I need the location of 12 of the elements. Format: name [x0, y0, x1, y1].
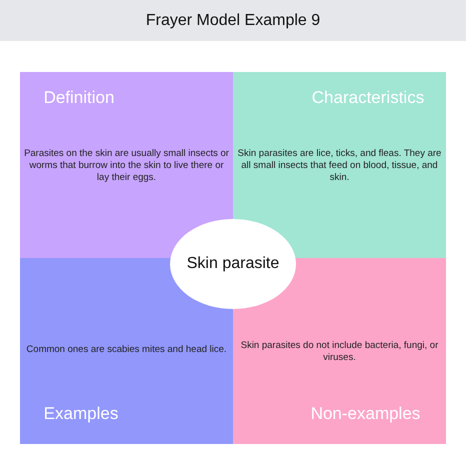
description-text: Parasites on the skin are usually small insects or worms that burrow into the skin to live there or lay their eggs. — [23, 148, 230, 184]
quadrant-panel — [20, 72, 233, 258]
heading: Examples — [42, 404, 120, 424]
heading: Definition — [42, 88, 116, 108]
title-bar: Frayer Model Example 9 — [0, 0, 466, 41]
description-text: Common ones are scabies mites and head lice. — [25, 344, 228, 356]
heading: Characteristics — [310, 88, 426, 108]
quadrant-panel — [233, 72, 446, 258]
term-text: Skin parasite — [186, 255, 280, 273]
description-text: Skin parasites are lice, ticks, and fleas. They are all small insects that feed on blood, tissue, and skin. — [236, 148, 442, 184]
description-text: Skin parasites do not include bacteria, fungi, or viruses. — [240, 340, 440, 364]
heading: Non-examples — [310, 404, 422, 424]
